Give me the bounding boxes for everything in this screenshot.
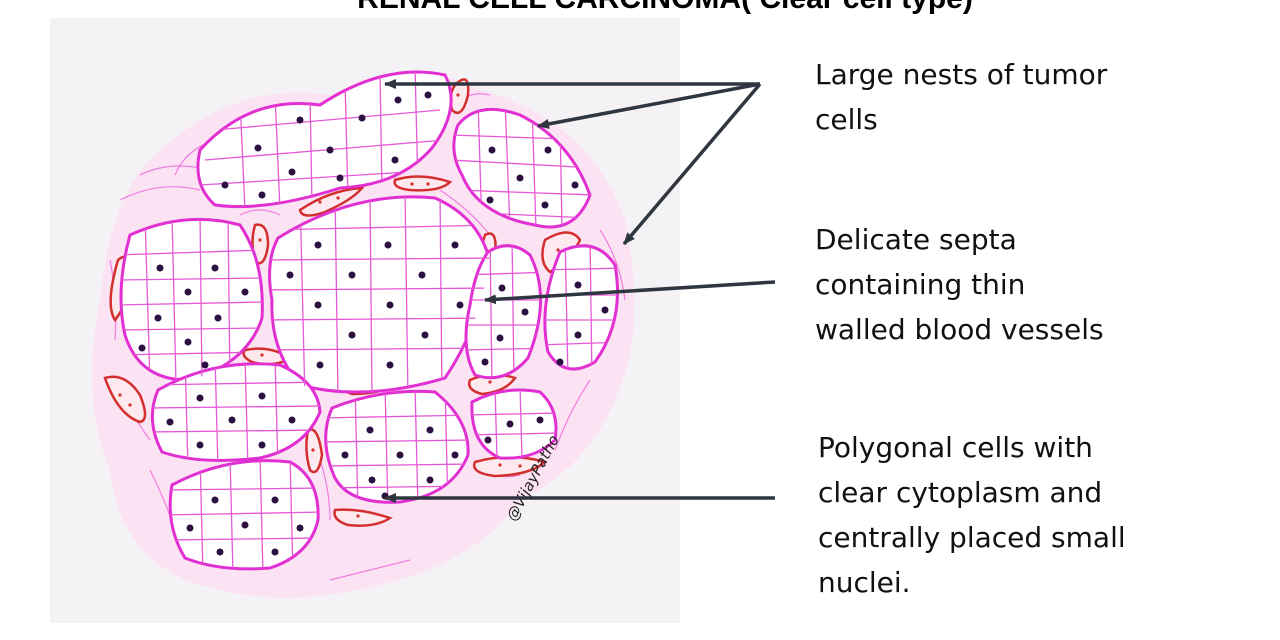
arrow-septa — [484, 280, 776, 305]
label-polygonal-cells: Polygonal cells with clear cytoplasm and… — [818, 431, 1126, 599]
diagram-title: RENAL CELL CARCINOMA( Clear cell type) — [0, 0, 1280, 16]
tumor-nest — [470, 388, 558, 460]
tumor-nest — [150, 362, 322, 462]
polygonal-cell-walls — [121, 71, 618, 569]
pointer-arrows — [384, 79, 776, 503]
tumor-nest — [268, 195, 492, 394]
tumor-nests — [119, 70, 619, 571]
arrow-nests-2 — [537, 82, 761, 129]
arrow-nests-3 — [622, 82, 762, 246]
tumor-nest — [543, 244, 619, 371]
label-large-nests: Large nests of tumor cells — [815, 58, 1108, 136]
tumor-nest — [324, 389, 470, 504]
tumor-nest — [464, 244, 542, 380]
tumor-nest — [119, 217, 264, 382]
tumor-nest — [168, 459, 320, 571]
label-delicate-septa: Delicate septa containing thin walled bl… — [815, 223, 1104, 346]
